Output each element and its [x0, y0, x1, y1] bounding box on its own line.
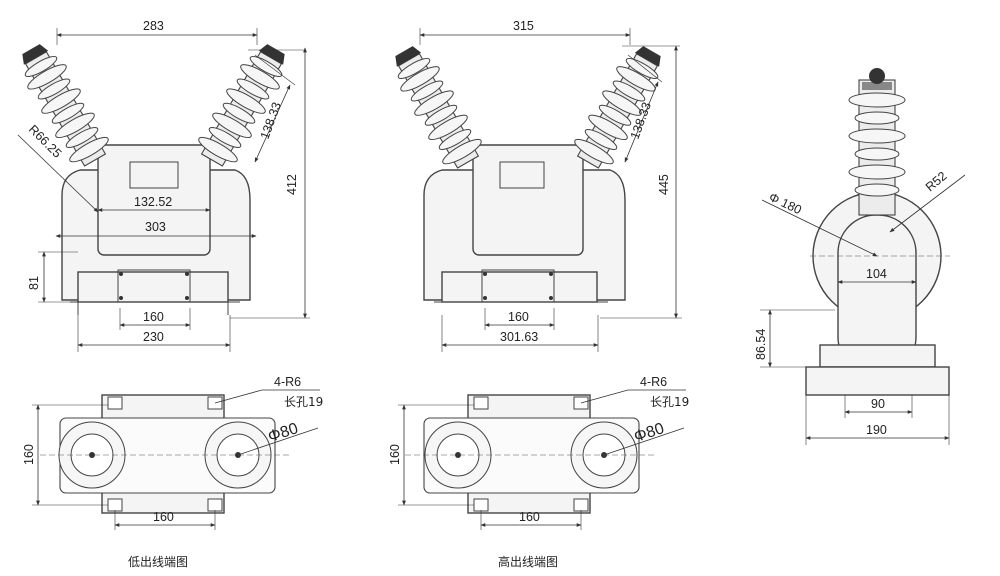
side-base: [819, 344, 936, 368]
side-foot: [805, 366, 950, 396]
dim-r66: R66.25: [26, 122, 64, 160]
low-plan-caption: 低出线端图: [128, 555, 188, 569]
insulator-right-2: [568, 39, 672, 174]
base-frame: [77, 271, 229, 303]
dim-283: 283: [143, 19, 164, 33]
dim-86-54: 86.54: [754, 329, 768, 360]
plan-slot-label-2: 长孔19: [650, 395, 689, 409]
dim-160-a: 160: [143, 310, 164, 324]
terminal-box: [97, 144, 211, 256]
dim-90: 90: [871, 397, 885, 411]
dim-132: 132.52: [134, 195, 172, 209]
side-terminal-cap: [869, 68, 885, 84]
high-plan-view: 160 160 4-R6 长孔19 Φ80 高出线端图: [388, 375, 689, 569]
dim-315: 315: [513, 19, 534, 33]
low-plan-view: 160 160 4-R6 长孔19 Φ80 低出线端图: [22, 375, 323, 569]
nameplate-window: [129, 161, 179, 189]
plan-dim-160-h: 160: [153, 510, 174, 524]
plan-slot-label: 长孔19: [284, 395, 323, 409]
dim-81: 81: [27, 276, 41, 290]
nameplate-window-2: [499, 161, 545, 189]
high-front-view: 315 445 138.33 160 301.63: [384, 19, 682, 352]
plan-holes-label: 4-R6: [274, 375, 301, 389]
plan-dim-160-h-2: 160: [519, 510, 540, 524]
dim-230: 230: [143, 330, 164, 344]
dim-r52: R52: [923, 169, 950, 194]
side-view: Φ 180 R52 104 86.54 90 190: [754, 68, 966, 445]
dim-190: 190: [866, 423, 887, 437]
plan-dim-160-v-2: 160: [388, 444, 402, 465]
dim-303: 303: [145, 220, 166, 234]
insulator-left-2: [384, 39, 488, 174]
dim-301: 301.63: [500, 330, 538, 344]
dim-160-b: 160: [508, 310, 529, 324]
plan-holes-label-2: 4-R6: [640, 375, 667, 389]
dim-104: 104: [866, 267, 887, 281]
dim-phi180: Φ 180: [767, 190, 804, 217]
plan-dim-160-v: 160: [22, 444, 36, 465]
high-plan-caption: 高出线端图: [498, 554, 558, 569]
dim-445: 445: [657, 174, 671, 195]
low-front-view: 283 412 138.33 R66.25 132.52 303 81 160 …: [11, 19, 310, 352]
dim-412: 412: [285, 174, 299, 195]
base-frame-2: [441, 271, 598, 303]
